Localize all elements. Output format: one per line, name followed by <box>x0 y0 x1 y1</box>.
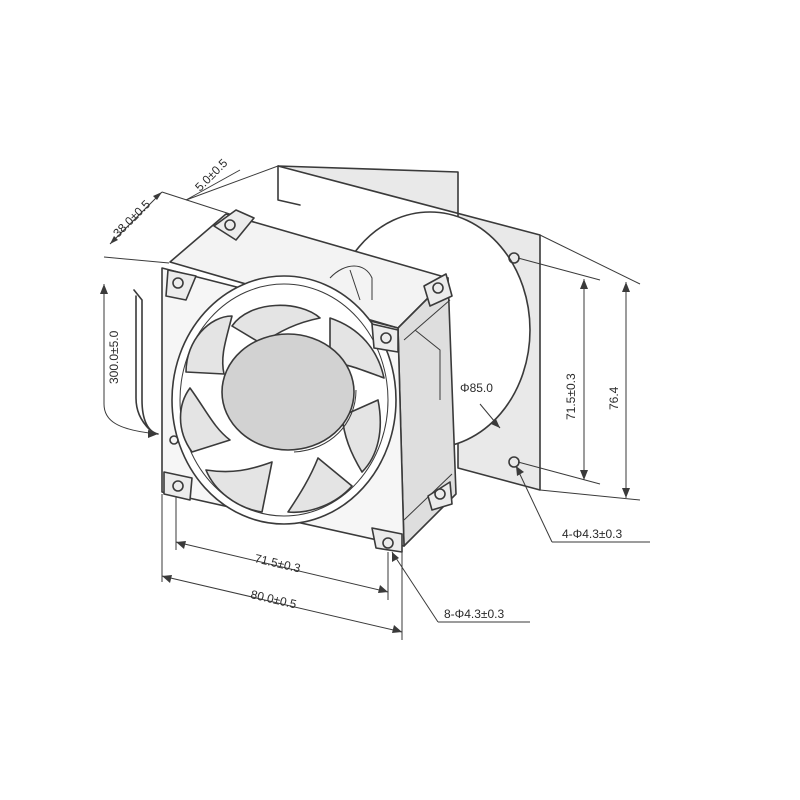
front-hole-pitch-dimension: 71.5±0.3 <box>253 551 302 575</box>
flange-dimension: 5.0±0.5 <box>192 156 230 194</box>
fan-hub <box>221 333 355 451</box>
front-holes-dimension: 8-Φ4.3±0.3 <box>444 607 505 621</box>
back-hole-top-left <box>224 219 236 231</box>
lead-wire <box>133 289 159 435</box>
front-width-dimension: 80.0±0.5 <box>249 587 298 611</box>
back-hole-bottom-right <box>434 488 446 500</box>
rear-holes-dimension: 4-Φ4.3±0.3 <box>562 527 623 541</box>
rear-height-dimension: 76.4 <box>607 386 621 410</box>
fan-housing <box>161 209 457 553</box>
back-hole-top-right <box>432 282 444 294</box>
front-hole-top-left <box>172 277 184 289</box>
front-hole-top-right <box>380 332 392 344</box>
front-hole-bottom-left <box>172 480 184 492</box>
depth-dimension: 38.0±0.5 <box>110 197 153 240</box>
dimension-lines <box>100 165 650 640</box>
rear-hole-pitch-dimension: 71.5±0.3 <box>564 373 578 420</box>
rear-diameter-dimension: Φ85.0 <box>460 381 493 395</box>
front-hole-bottom-right <box>382 537 394 549</box>
lead-length-dimension: 300.0±5.0 <box>107 330 121 384</box>
